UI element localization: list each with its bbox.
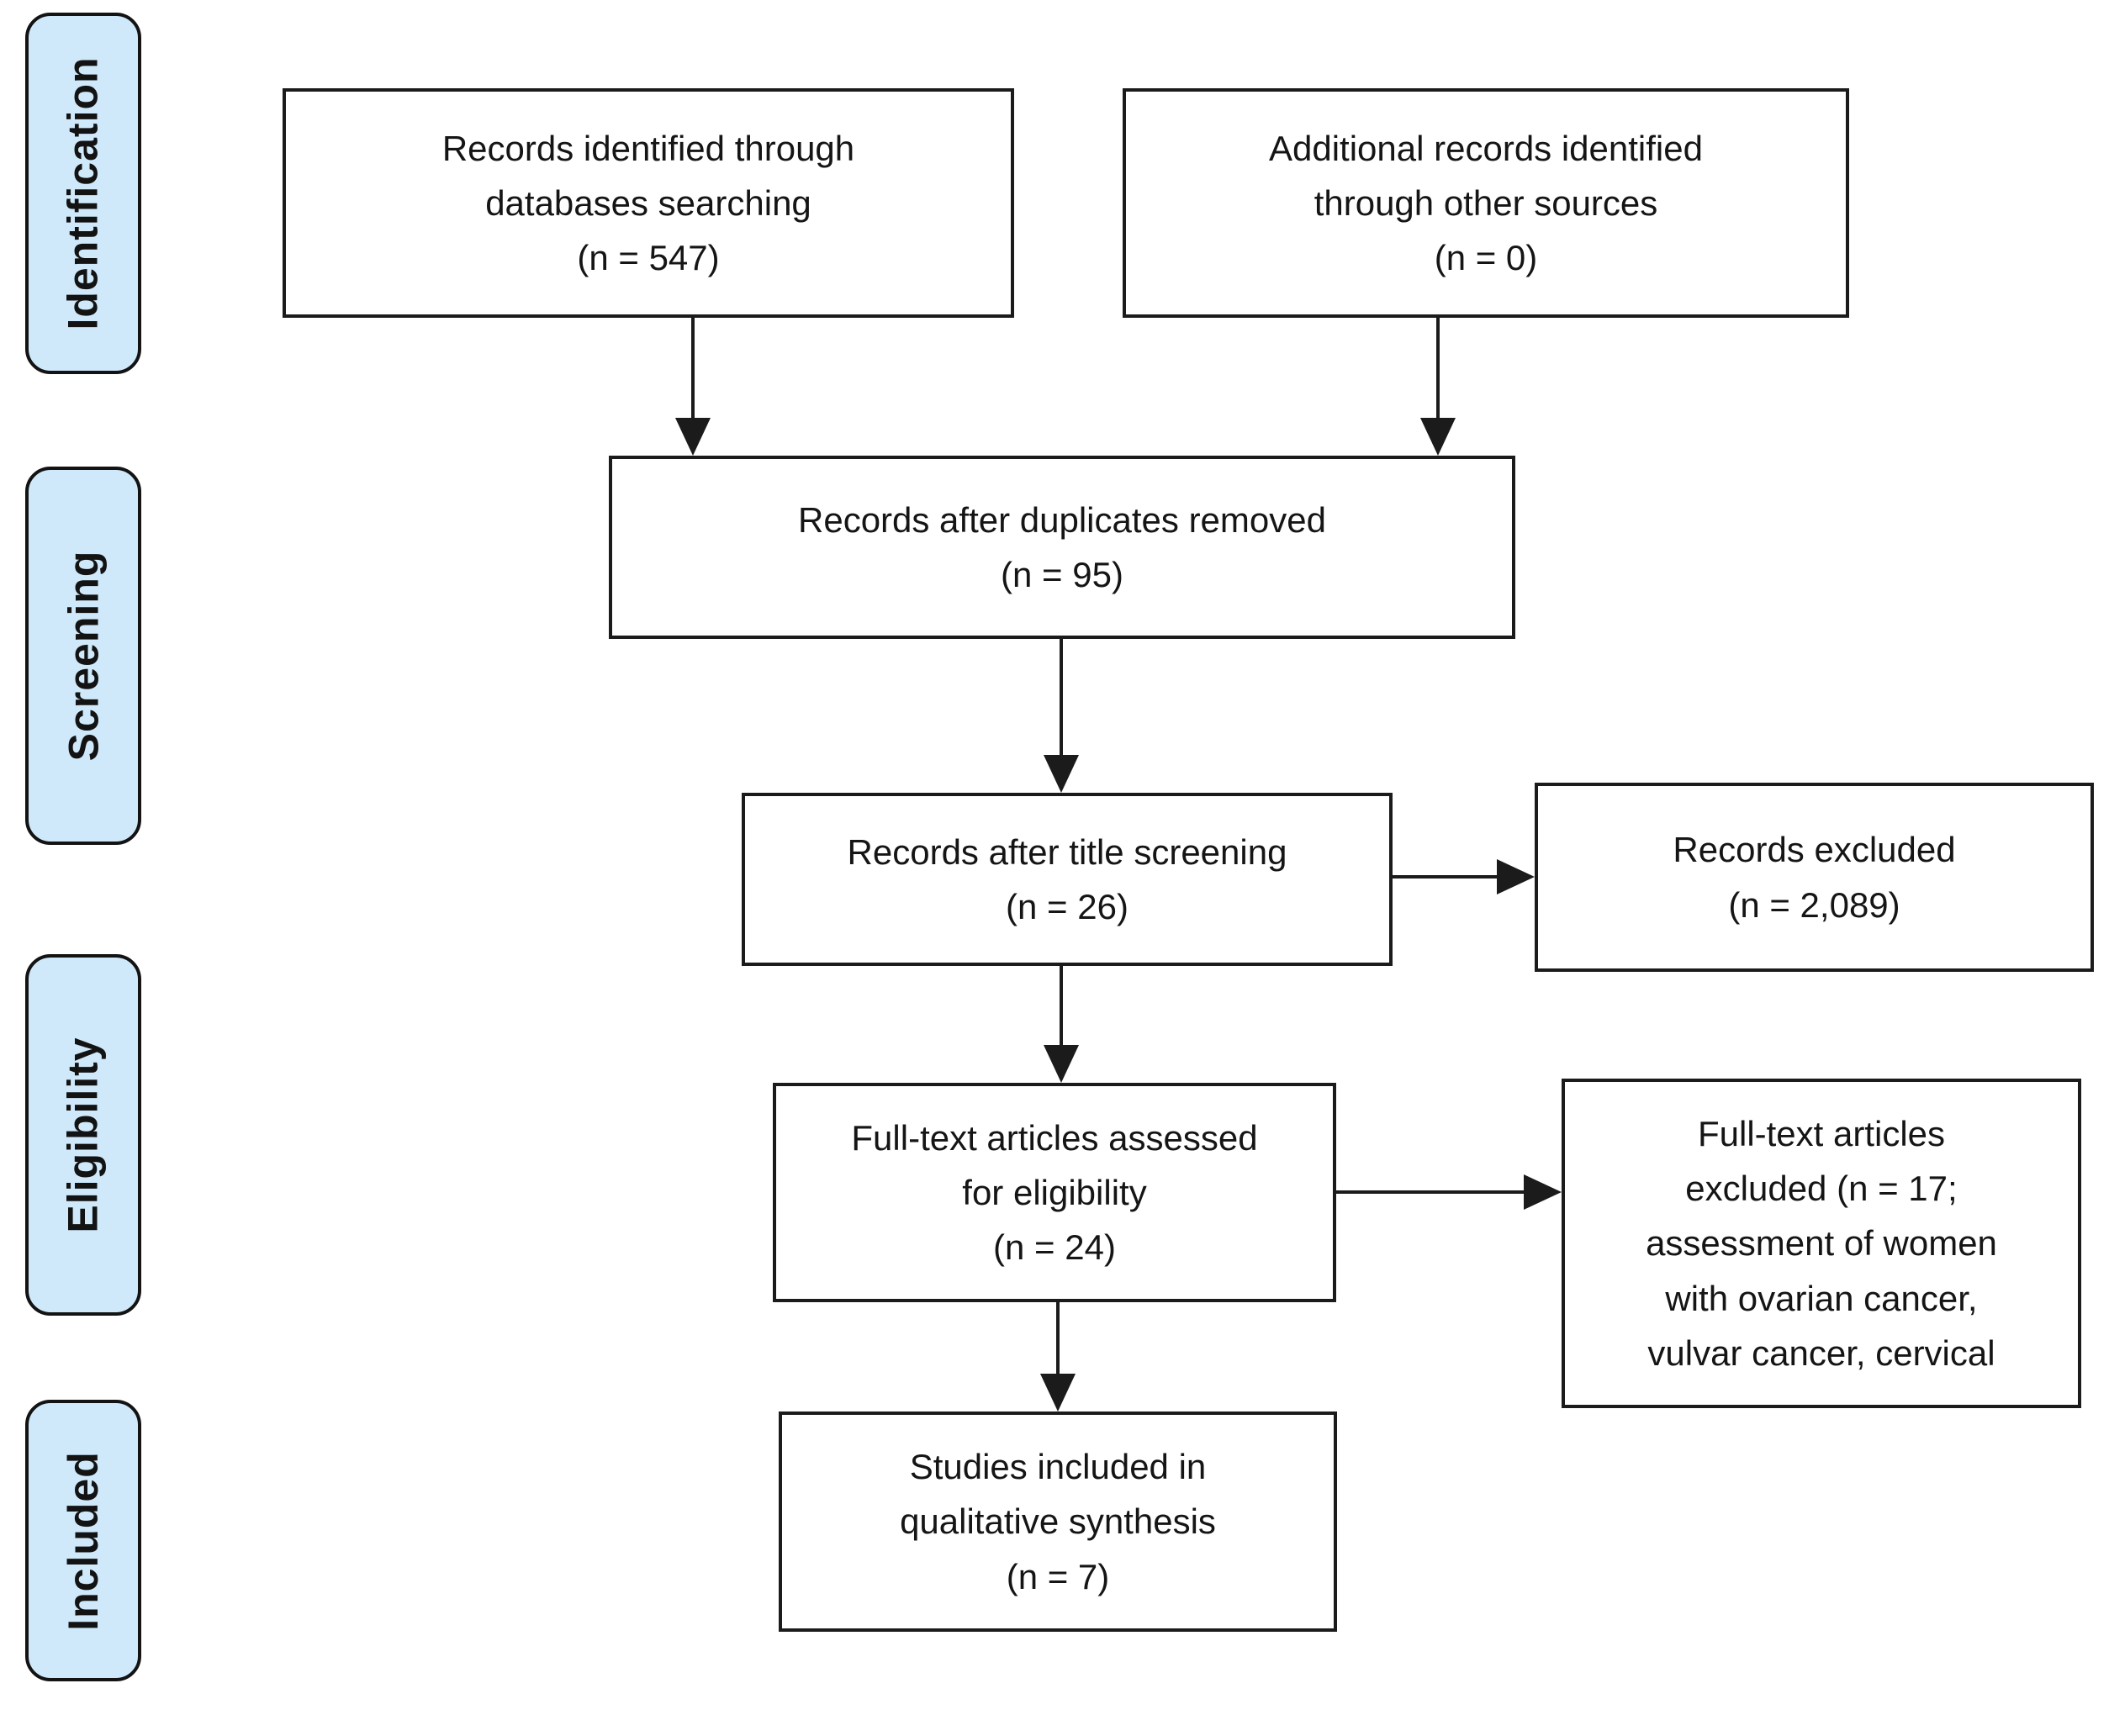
- box-text-line: (n = 26): [1006, 887, 1128, 926]
- box-text-line: through other sources: [1314, 182, 1658, 223]
- box-text-line: with ovarian cancer,: [1665, 1278, 1978, 1318]
- box-text-line: (n = 2,089): [1728, 884, 1900, 925]
- arrowhead-additional-to-duplicates: [1420, 418, 1456, 456]
- box-text-line: vulvar cancer, cervical: [1647, 1332, 1995, 1373]
- stage-label-included: Included: [25, 1400, 141, 1681]
- box-text-line: (n = 547): [577, 238, 720, 278]
- stage-label-identification: Identification: [25, 13, 141, 374]
- stage-label-text: Included: [60, 1450, 108, 1631]
- arrowhead-screening-to-fulltext: [1044, 1045, 1079, 1083]
- box-text-line: (n = 0): [1434, 238, 1538, 278]
- box-text-line: Records after duplicates removed: [798, 499, 1326, 540]
- arrowhead-identified-to-duplicates: [675, 418, 711, 456]
- box-text-line: (n = 95): [1001, 555, 1123, 594]
- box-text-line: Additional records identified: [1269, 128, 1703, 168]
- box-studies-included: Studies included in qualitative synthesi…: [779, 1411, 1337, 1632]
- stage-label-eligibility: Eligibility: [25, 954, 141, 1316]
- stage-label-screening: Screening: [25, 467, 141, 845]
- arrowhead-screening-to-excluded: [1497, 859, 1535, 894]
- arrowhead-fulltext-to-excluded: [1524, 1174, 1562, 1210]
- arrowhead-duplicates-to-screening: [1044, 755, 1079, 793]
- box-records-excluded: Records excluded (n = 2,089): [1535, 783, 2094, 972]
- box-text-line: (n = 7): [1006, 1556, 1110, 1596]
- box-text-line: Full-text articles: [1697, 1114, 1946, 1154]
- box-text-line: qualitative synthesis: [900, 1501, 1216, 1542]
- arrowhead-fulltext-to-included: [1040, 1374, 1076, 1411]
- box-title-screening: Records after title screening (n = 26): [742, 793, 1393, 966]
- box-text-line: Full-text articles assessed: [851, 1117, 1258, 1158]
- box-text-line: Studies included in: [909, 1447, 1207, 1487]
- box-text-line: assessment of women: [1646, 1223, 1997, 1264]
- box-additional-records: Additional records identified through ot…: [1123, 88, 1849, 318]
- stage-label-text: Identification: [60, 56, 108, 330]
- stage-label-text: Screening: [60, 550, 107, 762]
- box-fulltext-assessed: Full-text articles assessed for eligibil…: [773, 1083, 1336, 1302]
- box-text-line: databases searching: [485, 182, 811, 223]
- stage-label-text: Eligibility: [60, 1037, 107, 1233]
- box-text-line: Records identified through: [441, 128, 855, 168]
- box-text-line: Records after title screening: [847, 831, 1287, 872]
- box-records-identified: Records identified through databases sea…: [283, 88, 1014, 318]
- box-text-line: (n = 24): [993, 1227, 1116, 1268]
- box-text-line: for eligibility: [962, 1172, 1147, 1212]
- box-text-line: excluded (n = 17;: [1685, 1169, 1958, 1209]
- box-text-line: Records excluded: [1673, 830, 1956, 870]
- box-duplicates-removed: Records after duplicates removed (n = 95…: [609, 456, 1515, 639]
- box-fulltext-excluded: Full-text articles excluded (n = 17; ass…: [1562, 1079, 2081, 1408]
